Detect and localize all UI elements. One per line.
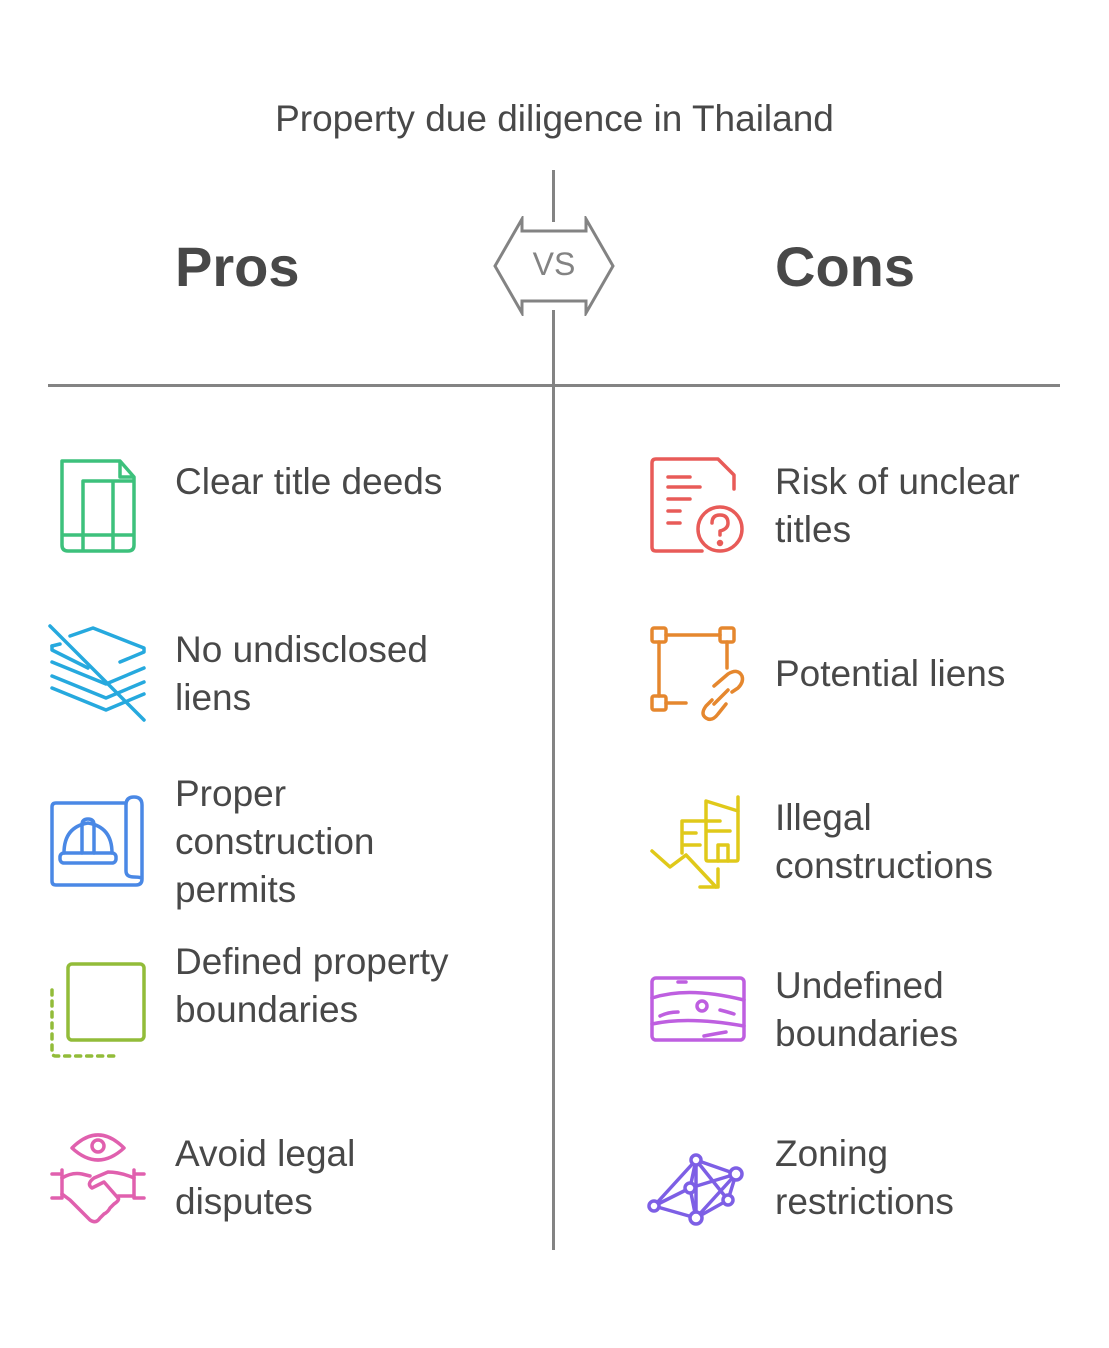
con-item-undefined-boundaries: Undefined boundaries <box>775 965 959 1054</box>
linked-corners-icon <box>648 624 748 724</box>
cons-heading: Cons <box>775 235 915 298</box>
pro-item-no-undisclosed-liens: No undisclosed liens <box>175 629 428 718</box>
double-arrow-icon <box>493 213 615 319</box>
con-item-potential-liens: Potential liens <box>775 653 1006 694</box>
page-title: Property due diligence in Thailand <box>275 98 834 139</box>
vertical-divider <box>552 310 555 1250</box>
horizontal-divider <box>48 384 1060 387</box>
con-item-illegal-constructions: Illegal constructions <box>775 797 993 886</box>
vs-badge: VS <box>492 213 616 319</box>
con-item-zoning-restrictions: Zoning restrictions <box>775 1133 954 1222</box>
network-mesh-icon <box>647 1136 748 1236</box>
handshake-eye-icon <box>48 1128 148 1228</box>
title-deed-document-icon <box>48 455 148 555</box>
pros-heading: Pros <box>175 235 300 298</box>
building-decline-icon <box>648 795 748 895</box>
document-question-icon <box>648 455 748 555</box>
hard-hat-blueprint-icon <box>48 795 148 895</box>
crossed-out-layers-icon <box>48 624 148 724</box>
terrain-map-icon <box>648 960 748 1060</box>
pro-item-avoid-legal-disputes: Avoid legal disputes <box>175 1133 356 1222</box>
con-item-risk-of-unclear-titles: Risk of unclear titles <box>775 461 1020 550</box>
pro-item-proper-construction-permits: Proper construction permits <box>175 773 375 910</box>
pro-item-defined-property-boundaries: Defined property boundaries <box>175 941 449 1030</box>
bounded-square-icon <box>48 960 148 1060</box>
vertical-divider-top <box>552 170 555 222</box>
vs-label: VS <box>532 246 576 282</box>
pro-item-clear-title-deeds: Clear title deeds <box>175 461 443 502</box>
